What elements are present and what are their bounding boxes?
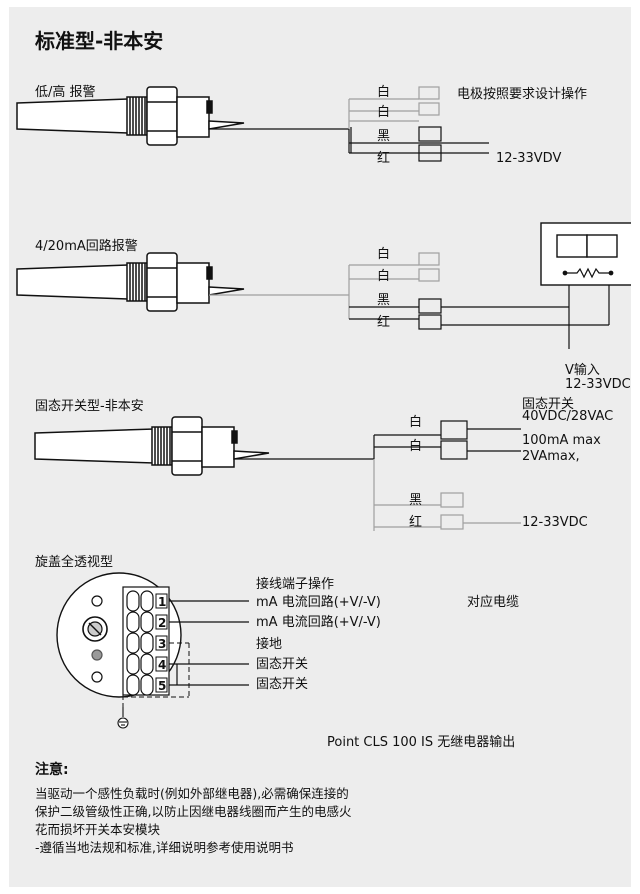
section3-wires [234,420,521,460]
s2-wire-white-1: 白 [377,247,391,262]
section4-diagram: 1 2 3 4 5 [56,572,249,729]
resistor-icon [562,267,614,279]
section1-terminal-blocks [350,126,442,162]
s3-spec-2: 40VDC/28VAC [522,409,614,424]
s2-wire-red: 红 [377,315,391,330]
section1-grey-wires [348,86,440,129]
section3-title: 固态开关型-非本安 [35,399,144,414]
section4-title: 旋盖全透视型 [35,555,114,570]
sensor-probe-icon [34,416,270,476]
load-box [540,222,631,286]
section1-title: 低/高 报警 [35,85,96,100]
terminal-label-4: 固态开关 [256,657,309,672]
terminal-4: 4 [158,658,166,672]
note-line-2: 保护二级管级性正确,以防止因继电器线圈而产生的电感火 [35,804,352,819]
section3-diagram [34,416,521,531]
s1-wire-white-1: 白 [377,85,391,100]
s3-wire-red: 红 [409,515,423,530]
ground-icon [117,707,129,729]
terminal-1: 1 [158,595,166,609]
s3-wire-black: 黑 [409,493,423,508]
sensor-probe-icon [16,86,245,146]
terminal-leads [169,600,249,686]
section2-diagram [16,222,631,349]
screw-icon [82,616,108,642]
cable-label: 对应电缆 [467,595,520,610]
note-line-1: 当驱动一个感性负载时(例如外部继电器),必需确保连接的 [35,786,349,801]
s1-wire-black: 黑 [377,129,391,144]
terminal-label-2: mA 电流回路(+V/-V) [256,615,381,630]
s3-wire-white-2: 白 [409,439,423,454]
product-caption: Point CLS 100 IS 无继电器输出 [327,735,516,750]
terminal-2: 2 [158,616,166,630]
s1-wire-red: 红 [377,151,391,166]
section1-wires [209,128,489,154]
s1-voltage: 12-33VDV [496,151,562,166]
terminal-label-3: 接地 [256,637,283,652]
note-line-4: -遵循当地法规和标准,详细说明参考使用说明书 [35,840,294,855]
s2-voltage: 12-33VDC [565,377,631,392]
datasheet-card: 标准型-非本安 低/高 报警 [9,7,631,887]
s2-wire-white-2: 白 [377,269,391,284]
s3-spec-3: 100mA max [522,433,601,448]
terminal-label-5: 固态开关 [256,677,309,692]
cover-dots [91,595,103,683]
s3-wire-white-1: 白 [409,415,423,430]
section2-title: 4/20mA回路报警 [35,239,138,254]
terminal-title: 接线端子操作 [256,577,335,592]
section1-diagram [16,86,489,162]
dashed-outline [122,642,190,707]
s1-design-note: 电极按照要求设计操作 [457,87,588,102]
sensor-probe-icon [16,252,245,312]
terminal-label-1: mA 电流回路(+V/-V) [256,595,381,610]
section3-grey-wires [373,459,521,531]
page-title: 标准型-非本安 [35,29,164,53]
terminal-numbers: 1 2 3 4 5 [155,593,168,693]
s1-wire-white-2: 白 [377,105,391,120]
s3-spec-1: 固态开关 [522,397,575,412]
s3-spec-4: 2VAmax, [522,449,580,464]
s2-wire-black: 黑 [377,293,391,308]
terminal-5: 5 [158,679,166,693]
notes-title: 注意: [35,762,69,778]
section2-wires [349,273,610,349]
s2-v-input: V输入 [565,363,600,378]
s3-voltage: 12-33VDC [522,515,588,530]
note-line-3: 花而损坏开关本安模块 [35,822,161,837]
section2-grey-wires [209,252,440,319]
terminal-3: 3 [158,637,166,651]
